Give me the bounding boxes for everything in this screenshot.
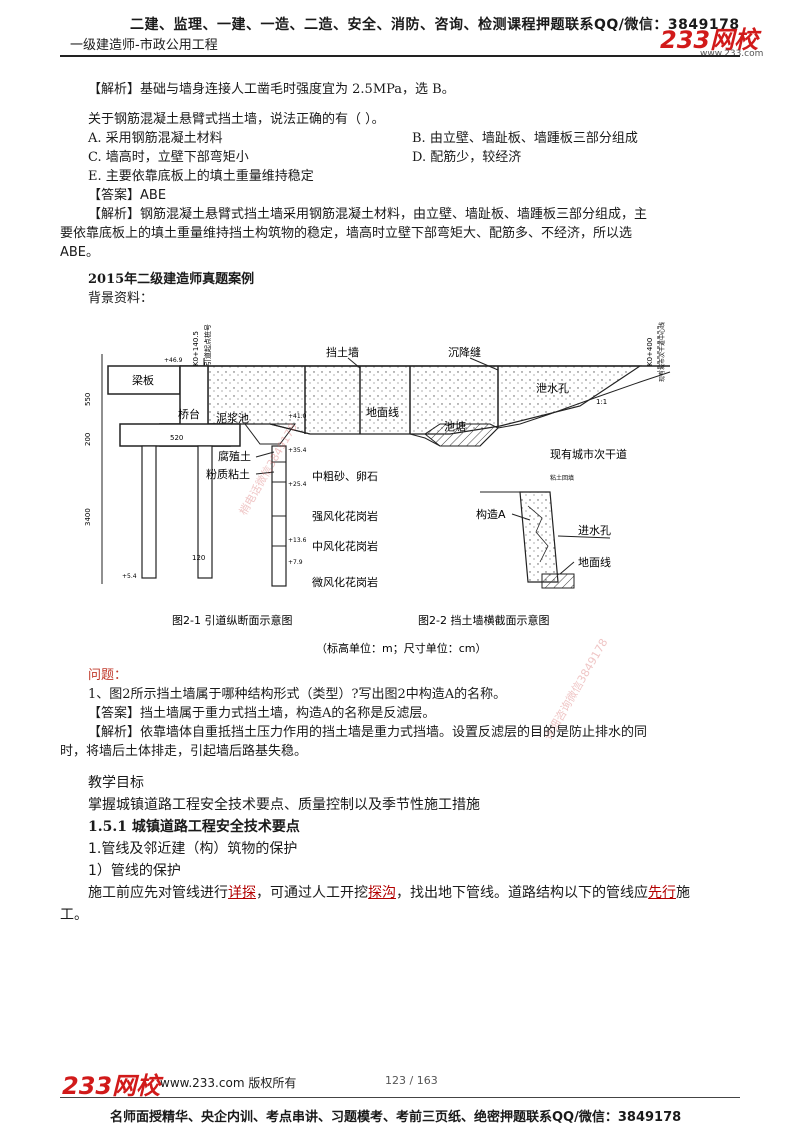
label-medium-granite: 中风化花岗岩 [312,539,378,553]
label-structure-a: 构造A [476,507,506,521]
label-sand-gravel: 中粗砂、卵石 [312,470,378,483]
question-answer: 【答案】挡土墙属于重力式挡土墙，构造A的名称是反滤层。 [88,706,436,721]
footer-site: www.233.com 版权所有 [160,1076,297,1090]
paragraph-line2: 工。 [60,907,88,923]
q2-analysis-line1: 【解析】钢筋混凝土悬臂式挡土墙采用钢筋混凝土材料，由立壁、墙趾板、墙踵板三部分组… [88,207,648,222]
dim-3400: 3400 [84,508,92,526]
q2-option-b: B. 由立壁、墙趾板、墙踵板三部分组成 [412,131,638,146]
label-settlement-joint: 沉降缝 [448,345,481,359]
question-heading: 问题： [88,668,128,683]
pile-left [141,445,157,579]
dim-120: 120 [192,554,205,562]
label-existing-road: 现有城市次干道 [550,447,627,461]
caption-fig-2: 图2-2 挡土墙横截面示意图 [418,613,549,627]
teaching-goal: 掌握城镇道路工程安全技术要点、质量控制以及季节性施工措施 [88,797,480,813]
label-drain-hole: 泄水孔 [536,382,569,395]
subsection-1: 1.管线及邻近建（构）筑物的保护 [88,841,298,857]
label-silty-clay: 粉质粘土 [206,467,250,481]
q2-answer: 【答案】ABE [88,188,167,203]
label-weak-granite: 微风化花岗岩 [312,575,378,589]
caption-fig-1: 图2-1 引道纵断面示意图 [172,613,292,627]
elev-46-9: +46.9 [164,357,183,364]
question-1: 1、图2所示挡土墙属于哪种结构形式（类型）?写出图2中构造A的名称。 [88,687,507,702]
label-retaining-wall: 挡土墙 [326,345,359,359]
logo-url: www.233.com [700,49,764,59]
q2-option-c: C. 墙高时，立壁下部弯矩小 [88,150,249,165]
q2-option-a: A. 采用钢筋混凝土材料 [88,131,223,146]
header-divider [60,55,740,57]
retaining-wall-figure: 550 200 3400 K0+140.5 引道起点桩号 K0+400 现有城市… [84,322,671,655]
pile-right [197,445,213,579]
station-right-note: 现有城市次干道中心线 [658,322,666,382]
dim-550: 550 [84,393,92,406]
wall-base [541,573,575,589]
pond [424,423,499,447]
keyword-first: 先行 [648,885,676,901]
elev-13-6: +13.6 [288,537,307,544]
label-small-fill: 粘土回填 [550,474,574,482]
footer-logo[interactable]: 233网校 [62,1072,161,1100]
q1-analysis: 【解析】基础与墙身连接人工凿毛时强度宜为 2.5MPa，选 B。 [88,82,455,97]
station-right: K0+400 [646,338,654,366]
label-ground-line-2: 地面线 [578,555,611,569]
label-strong-granite: 强风化花岗岩 [312,509,378,523]
keyword-trench: 探沟 [368,885,396,901]
case-title: 2015年二级建造师真题案例 [88,272,255,287]
dim-520: 520 [170,434,183,442]
label-slope: 1:1 [596,398,607,406]
keyword-detailed-survey: 详探 [228,885,256,901]
case-background: 背景资料： [88,291,154,306]
teaching-goal-title: 教学目标 [88,775,144,791]
label-beam-slab: 梁板 [132,373,154,387]
footer-contact-line: 名师面授精华、央企内训、考点串讲、习题模考、考前三页纸、绝密押题联系QQ/微信：… [110,1110,682,1125]
mud-pit [244,423,296,445]
q2-option-e: E. 主要依靠底板上的填土重量维持稳定 [88,169,314,184]
station-left-note: 引道起点桩号 [203,324,212,366]
header-subtitle: 一级建造师-市政公用工程 [70,38,218,53]
label-mud-pit: 泥浆池 [216,411,249,425]
q2-analysis-line3: ABE。 [60,245,100,260]
elev-5-4: +5.4 [122,573,137,580]
wall-cross-section [519,491,559,583]
label-abutment: 桥台 [178,407,200,421]
pile-cap [119,423,241,447]
structure-a-layer [527,505,549,563]
beam-slab [107,365,181,395]
station-left: K0+140.5 [192,331,200,366]
units-note: （标高单位：m；尺寸单位：cm） [316,641,486,655]
label-inlet-hole: 进水孔 [578,524,611,537]
label-humus: 腐殖土 [218,449,251,463]
question-analysis-line1: 【解析】依靠墙体自重抵挡土压力作用的挡土墙是重力式挡墙。设置反滤层的目的是防止排… [88,725,648,740]
elev-7-9: +7.9 [288,559,303,566]
elev-35-4: +35.4 [288,447,307,454]
header-contact-line: 二建、监理、一建、一造、二造、安全、消防、咨询、检测课程押题联系QQ/微信：38… [130,17,740,33]
q2-analysis-line2: 要依靠底板上的填土重量维持挡土构筑物的稳定，墙高时立壁下部弯矩大、配筋多、不经济… [60,226,633,241]
q2-stem: 关于钢筋混凝土悬臂式挡土墙，说法正确的有（ ）。 [88,112,385,127]
subsection-1-1: 1）管线的保护 [88,863,181,879]
page-number: 123 / 163 [385,1074,438,1087]
dim-200: 200 [84,433,92,446]
label-pond: 池塘 [444,419,466,433]
question-analysis-line2: 时，将墙后土体排走，引起墙后路基失稳。 [60,744,308,759]
label-ground-line: 地面线 [366,405,399,419]
q2-option-d: D. 配筋少，较经济 [412,150,522,165]
footer-divider [60,1097,740,1098]
section-title: 1.5.1 城镇道路工程安全技术要点 [88,819,300,835]
elev-25-4: +25.4 [288,481,307,488]
paragraph-line1: 施工前应先对管线进行详探，可通过人工开挖探沟，找出地下管线。道路结构以下的管线应… [88,885,690,901]
elev-41-0: +41.0 [288,413,307,420]
